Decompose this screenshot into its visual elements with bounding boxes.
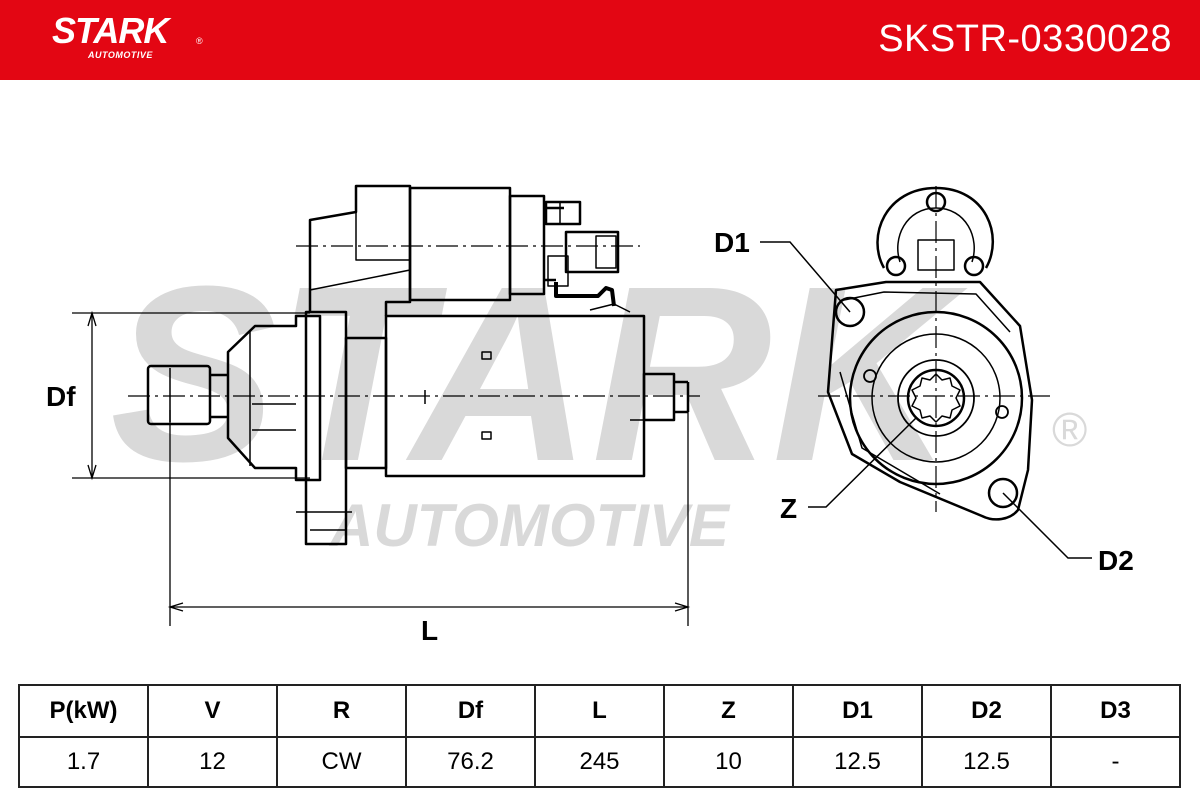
part-number: SKSTR-0330028	[878, 18, 1172, 60]
brand-logo: STARK	[52, 10, 169, 51]
front-flange	[826, 280, 1034, 521]
pinion-shaft	[146, 364, 212, 426]
spec-value: -	[1050, 736, 1181, 788]
spec-header: D2	[921, 684, 1052, 738]
label-l: L	[421, 615, 438, 646]
solenoid-bracket	[308, 184, 412, 316]
terminal-top	[544, 200, 582, 226]
side-view-centerlines	[128, 245, 700, 397]
label-d1: D1	[714, 227, 750, 258]
watermark-sub: AUTOMOTIVE	[328, 492, 731, 559]
brand-subtitle: AUTOMOTIVE	[88, 50, 153, 60]
label-z: Z	[780, 493, 797, 524]
front-screw-left	[885, 255, 907, 277]
pinion-teeth	[911, 373, 961, 423]
specs-table: P(kW) V R Df L Z D1 D2 D3 1.7 12 CW 76.2…	[18, 684, 1181, 788]
spec-value: 76.2	[405, 736, 536, 788]
technical-drawing: STARK AUTOMOTIVE ®	[46, 184, 1134, 646]
spec-header: Df	[405, 684, 536, 738]
spec-value: 1.7	[18, 736, 149, 788]
spec-header: R	[276, 684, 407, 738]
spec-header: L	[534, 684, 665, 738]
wire	[554, 282, 616, 307]
brand-registered-mark: ®	[196, 36, 203, 46]
label-df: Df	[46, 381, 76, 412]
solenoid-cap	[508, 194, 546, 296]
specs-value-row: 1.7 12 CW 76.2 245 10 12.5 12.5 -	[18, 736, 1181, 788]
spec-value: 12	[147, 736, 278, 788]
dimension-l	[167, 410, 691, 626]
terminal-connector	[564, 230, 620, 274]
leader-d2	[1002, 492, 1092, 559]
header-bar: STARK ® AUTOMOTIVE SKSTR-0330028	[0, 0, 1200, 80]
label-d2: D2	[1098, 545, 1134, 576]
watermark-reg: ®	[1052, 404, 1087, 457]
dimension-df	[72, 310, 310, 481]
front-view-centerlines	[818, 186, 1050, 512]
front-screw-right	[963, 255, 985, 277]
watermark-main: STARK	[110, 234, 968, 513]
leader-d1	[760, 241, 851, 313]
specs-header-row: P(kW) V R Df L Z D1 D2 D3	[18, 684, 1181, 738]
spec-header: D1	[792, 684, 923, 738]
spec-header: P(kW)	[18, 684, 149, 738]
spec-value: 10	[663, 736, 794, 788]
front-hole-d2	[987, 477, 1019, 509]
spec-header: Z	[663, 684, 794, 738]
front-hole-d1	[834, 296, 866, 328]
spec-header: D3	[1050, 684, 1181, 738]
spec-header: V	[147, 684, 278, 738]
spec-value: 245	[534, 736, 665, 788]
leader-lines	[760, 241, 1092, 559]
leader-z	[808, 417, 917, 508]
spec-value: CW	[276, 736, 407, 788]
spec-value: 12.5	[792, 736, 923, 788]
spec-value: 12.5	[921, 736, 1052, 788]
